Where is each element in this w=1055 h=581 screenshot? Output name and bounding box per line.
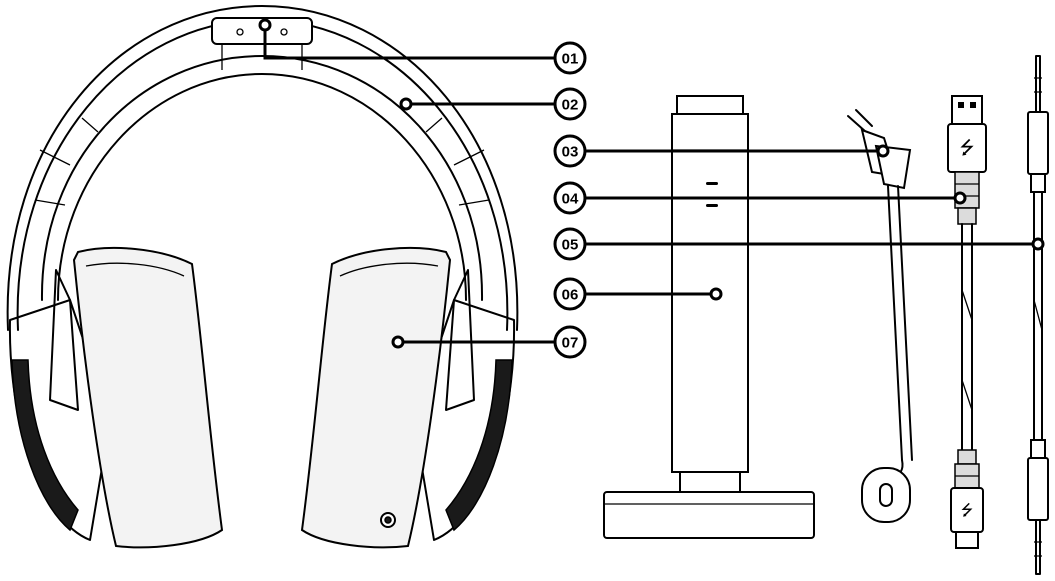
callout-label: 04 <box>562 191 579 208</box>
callout-badge-06: 06 <box>553 277 587 311</box>
callout-badge-07: 07 <box>553 325 587 359</box>
headphone-stand-illustration <box>603 95 815 539</box>
usb-symbol-icon: ⭍ <box>961 501 974 519</box>
callout-label: 06 <box>562 287 579 304</box>
headphones-illustration <box>6 5 519 549</box>
audio-cable-illustration <box>1027 55 1049 575</box>
usb-symbol-icon: ⭍ <box>960 138 975 159</box>
callout-badge-04: 04 <box>553 181 587 215</box>
callout-label: 02 <box>562 97 579 114</box>
callout-badge-03: 03 <box>553 134 587 168</box>
detachable-microphone-illustration <box>847 109 913 523</box>
callout-badge-01: 01 <box>553 41 587 75</box>
callout-label: 03 <box>562 144 579 161</box>
callout-label: 05 <box>562 237 579 254</box>
usb-cable-illustration: ⭍ ⭍ <box>947 95 987 549</box>
callout-target-dots <box>258 18 1045 349</box>
callout-leader-lines <box>263 25 1038 344</box>
callout-label: 01 <box>562 51 579 68</box>
callout-badge-02: 02 <box>553 87 587 121</box>
callout-label: 07 <box>562 335 579 352</box>
callout-badge-05: 05 <box>553 227 587 261</box>
